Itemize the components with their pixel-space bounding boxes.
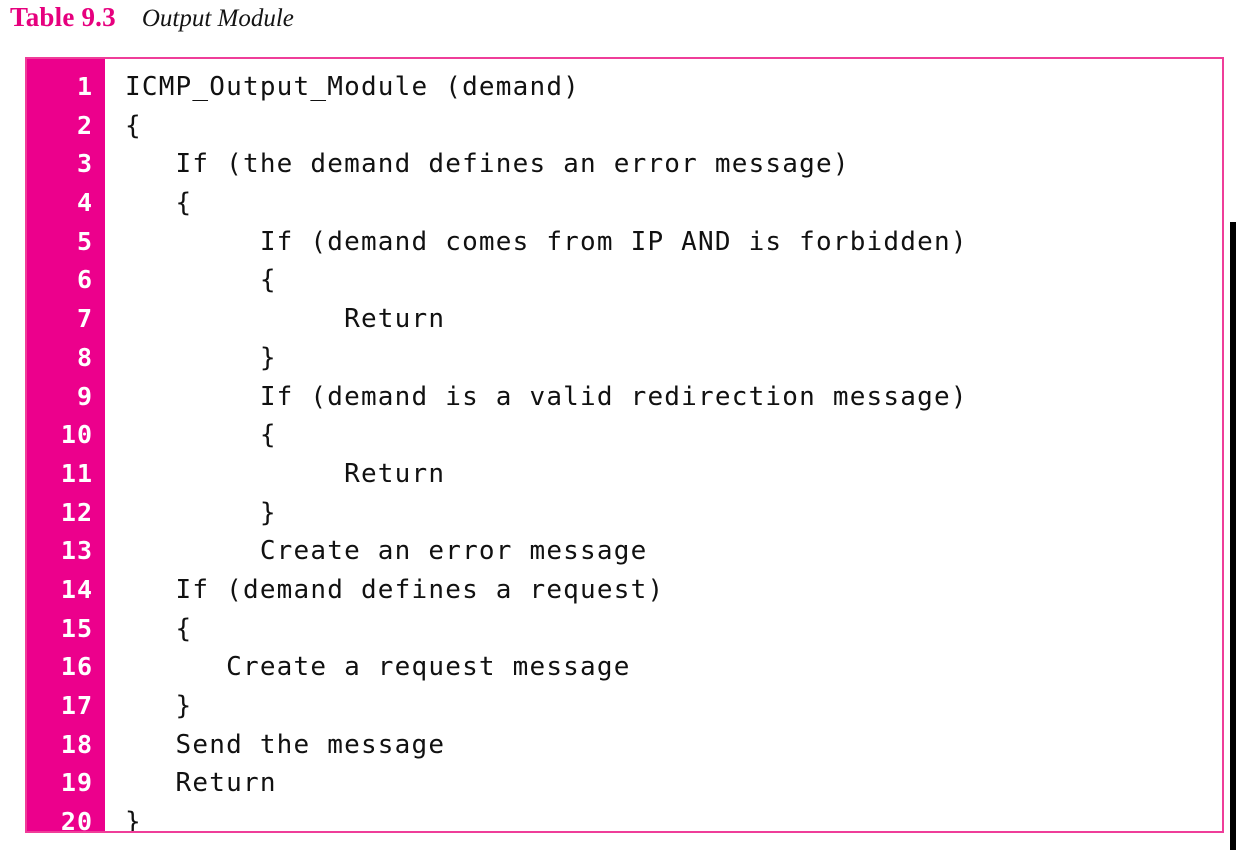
line-number: 16 (60, 652, 93, 682)
table-number-label: Table 9.3 (10, 2, 116, 32)
code-line: If (demand comes from IP AND is forbidde… (125, 226, 968, 257)
line-number: 1 (76, 72, 93, 101)
code-line: Create a request message (125, 652, 631, 683)
table-title-text: Output Module (141, 5, 294, 32)
code-line: } (125, 342, 277, 373)
line-number: 15 (60, 613, 93, 643)
line-number: 19 (60, 768, 93, 798)
line-number: 3 (76, 149, 93, 179)
code-line: Return (125, 768, 277, 799)
line-number: 20 (60, 807, 93, 837)
right-edge-black-strip (1230, 222, 1236, 850)
line-number: 5 (76, 226, 93, 256)
code-line: { (125, 265, 277, 296)
code-listing-pane: ICMP_Output_Module (demand) { If (the dem… (105, 59, 1222, 831)
line-number: 11 (60, 458, 93, 488)
code-line: } (125, 497, 277, 528)
line-number: 14 (60, 574, 93, 604)
line-number: 9 (76, 381, 93, 411)
code-line: Return (125, 458, 446, 489)
line-number: 6 (76, 265, 93, 295)
code-line: { (125, 420, 277, 451)
code-line: { (125, 188, 193, 219)
table-caption: Table 9.3 Output Module (10, 2, 294, 42)
line-number: 18 (60, 729, 93, 759)
code-line: } (125, 691, 193, 721)
line-number: 10 (60, 420, 93, 450)
line-number: 7 (76, 304, 93, 334)
line-number: 17 (60, 691, 93, 720)
code-line: ICMP_Output_Module (demand) (125, 72, 581, 102)
line-number: 13 (60, 536, 93, 566)
line-number: 12 (60, 497, 93, 527)
line-number: 8 (76, 342, 93, 372)
line-number: 4 (76, 188, 93, 218)
code-line: If (demand is a valid redirection messag… (125, 381, 968, 412)
code-line: Return (125, 304, 446, 335)
line-number: 2 (76, 110, 93, 140)
code-line: If (the demand defines an error message) (125, 149, 850, 180)
code-line: } (125, 807, 142, 831)
code-line: If (demand defines a request) (125, 574, 665, 605)
code-line: Create an error message (125, 536, 648, 567)
code-line: { (125, 110, 142, 141)
code-line: { (125, 613, 193, 644)
code-line: Send the message (125, 729, 446, 760)
